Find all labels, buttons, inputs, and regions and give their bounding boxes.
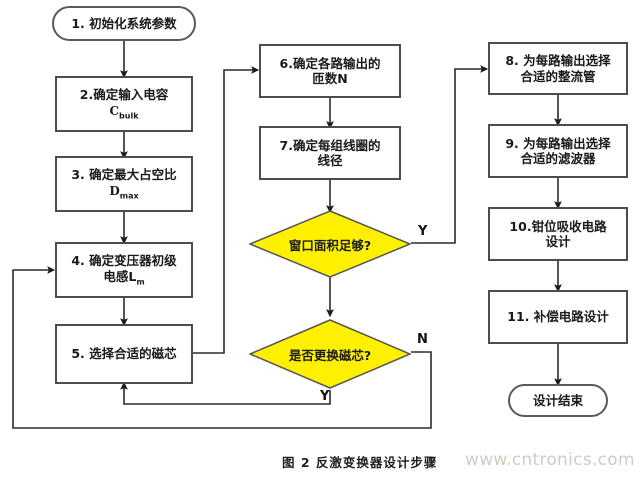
node-11-label: 11. 补偿电路设计	[507, 309, 609, 325]
node-4-line1: 4. 确定变压器初级	[71, 253, 177, 269]
node-design-end[interactable]: 设计结束	[508, 384, 608, 417]
node-4-line2: 电感Lm	[103, 269, 144, 287]
edge-5-6	[193, 66, 260, 354]
node-3-subscript: max	[119, 191, 139, 200]
node-3-symbol: D	[109, 183, 120, 198]
node-2-line1: 2.确定输入电容	[79, 87, 169, 103]
node-determine-max-duty-cycle[interactable]: 3. 确定最大占空比 Dmax	[55, 156, 193, 212]
node-6-line1: 6.确定各路输出的	[279, 55, 381, 71]
node-7-line1: 7.确定每组线圈的	[279, 137, 381, 153]
node-select-core[interactable]: 5. 选择合适的磁芯	[55, 324, 193, 384]
node-10-line1: 10.钳位吸收电路	[509, 218, 607, 234]
node-clamp-snubber-design[interactable]: 10.钳位吸收电路 设计	[488, 207, 628, 261]
node-2-symbol: C	[109, 103, 120, 118]
node-9-line1: 9. 为每路输出选择	[505, 135, 611, 151]
node-9-line2: 合适的滤波器	[520, 151, 596, 166]
node-initialize-system-parameters[interactable]: 1. 初始化系统参数	[52, 6, 196, 41]
figure-caption: 图 2 反激变换器设计步骤	[282, 455, 438, 470]
decision-2-shape	[249, 319, 411, 389]
node-2-subscript: bulk	[119, 111, 139, 120]
node-determine-wire-gauge[interactable]: 7.确定每组线圈的 线径	[259, 126, 401, 180]
decision-replace-core[interactable]: 是否更换磁芯?	[249, 319, 411, 389]
node-determine-primary-inductance[interactable]: 4. 确定变压器初级 电感Lm	[55, 242, 193, 298]
branch-label-d2-yes: Y	[320, 389, 330, 404]
node-7-line2: 线径	[317, 153, 343, 168]
branch-label-d1-yes: Y	[418, 224, 428, 239]
node-determine-input-capacitor[interactable]: 2.确定输入电容 Cbulk	[55, 76, 193, 132]
node-4-symbol: 电感L	[103, 268, 137, 284]
node-8-line2: 合适的整流管	[520, 68, 596, 84]
decision-window-area-sufficient[interactable]: 窗口面积足够?	[249, 210, 411, 278]
node-determine-turns-per-output[interactable]: 6.确定各路输出的 匝数N	[259, 44, 401, 98]
edge-d1-n8-yes	[411, 65, 489, 244]
node-1-label: 1. 初始化系统参数	[71, 15, 177, 31]
node-compensation-circuit-design[interactable]: 11. 补偿电路设计	[488, 290, 628, 344]
node-4-subscript: m	[136, 277, 145, 286]
node-3-line1: 3. 确定最大占空比	[71, 167, 177, 183]
node-5-label: 5. 选择合适的磁芯	[71, 346, 177, 362]
node-2-line2: Cbulk	[109, 103, 138, 121]
branch-label-d2-no: N	[417, 332, 428, 347]
node-select-filter[interactable]: 9. 为每路输出选择 合适的滤波器	[488, 124, 628, 178]
node-end-label: 设计结束	[532, 392, 583, 408]
node-10-line2: 设计	[545, 234, 571, 249]
site-watermark: www.cntronics.com	[465, 450, 635, 470]
node-select-rectifier[interactable]: 8. 为每路输出选择 合适的整流管	[488, 42, 628, 95]
node-6-line2: 匝数N	[312, 71, 348, 86]
node-8-line1: 8. 为每路输出选择	[505, 53, 611, 69]
decision-1-shape	[249, 210, 411, 278]
node-3-line2: Dmax	[109, 183, 138, 201]
